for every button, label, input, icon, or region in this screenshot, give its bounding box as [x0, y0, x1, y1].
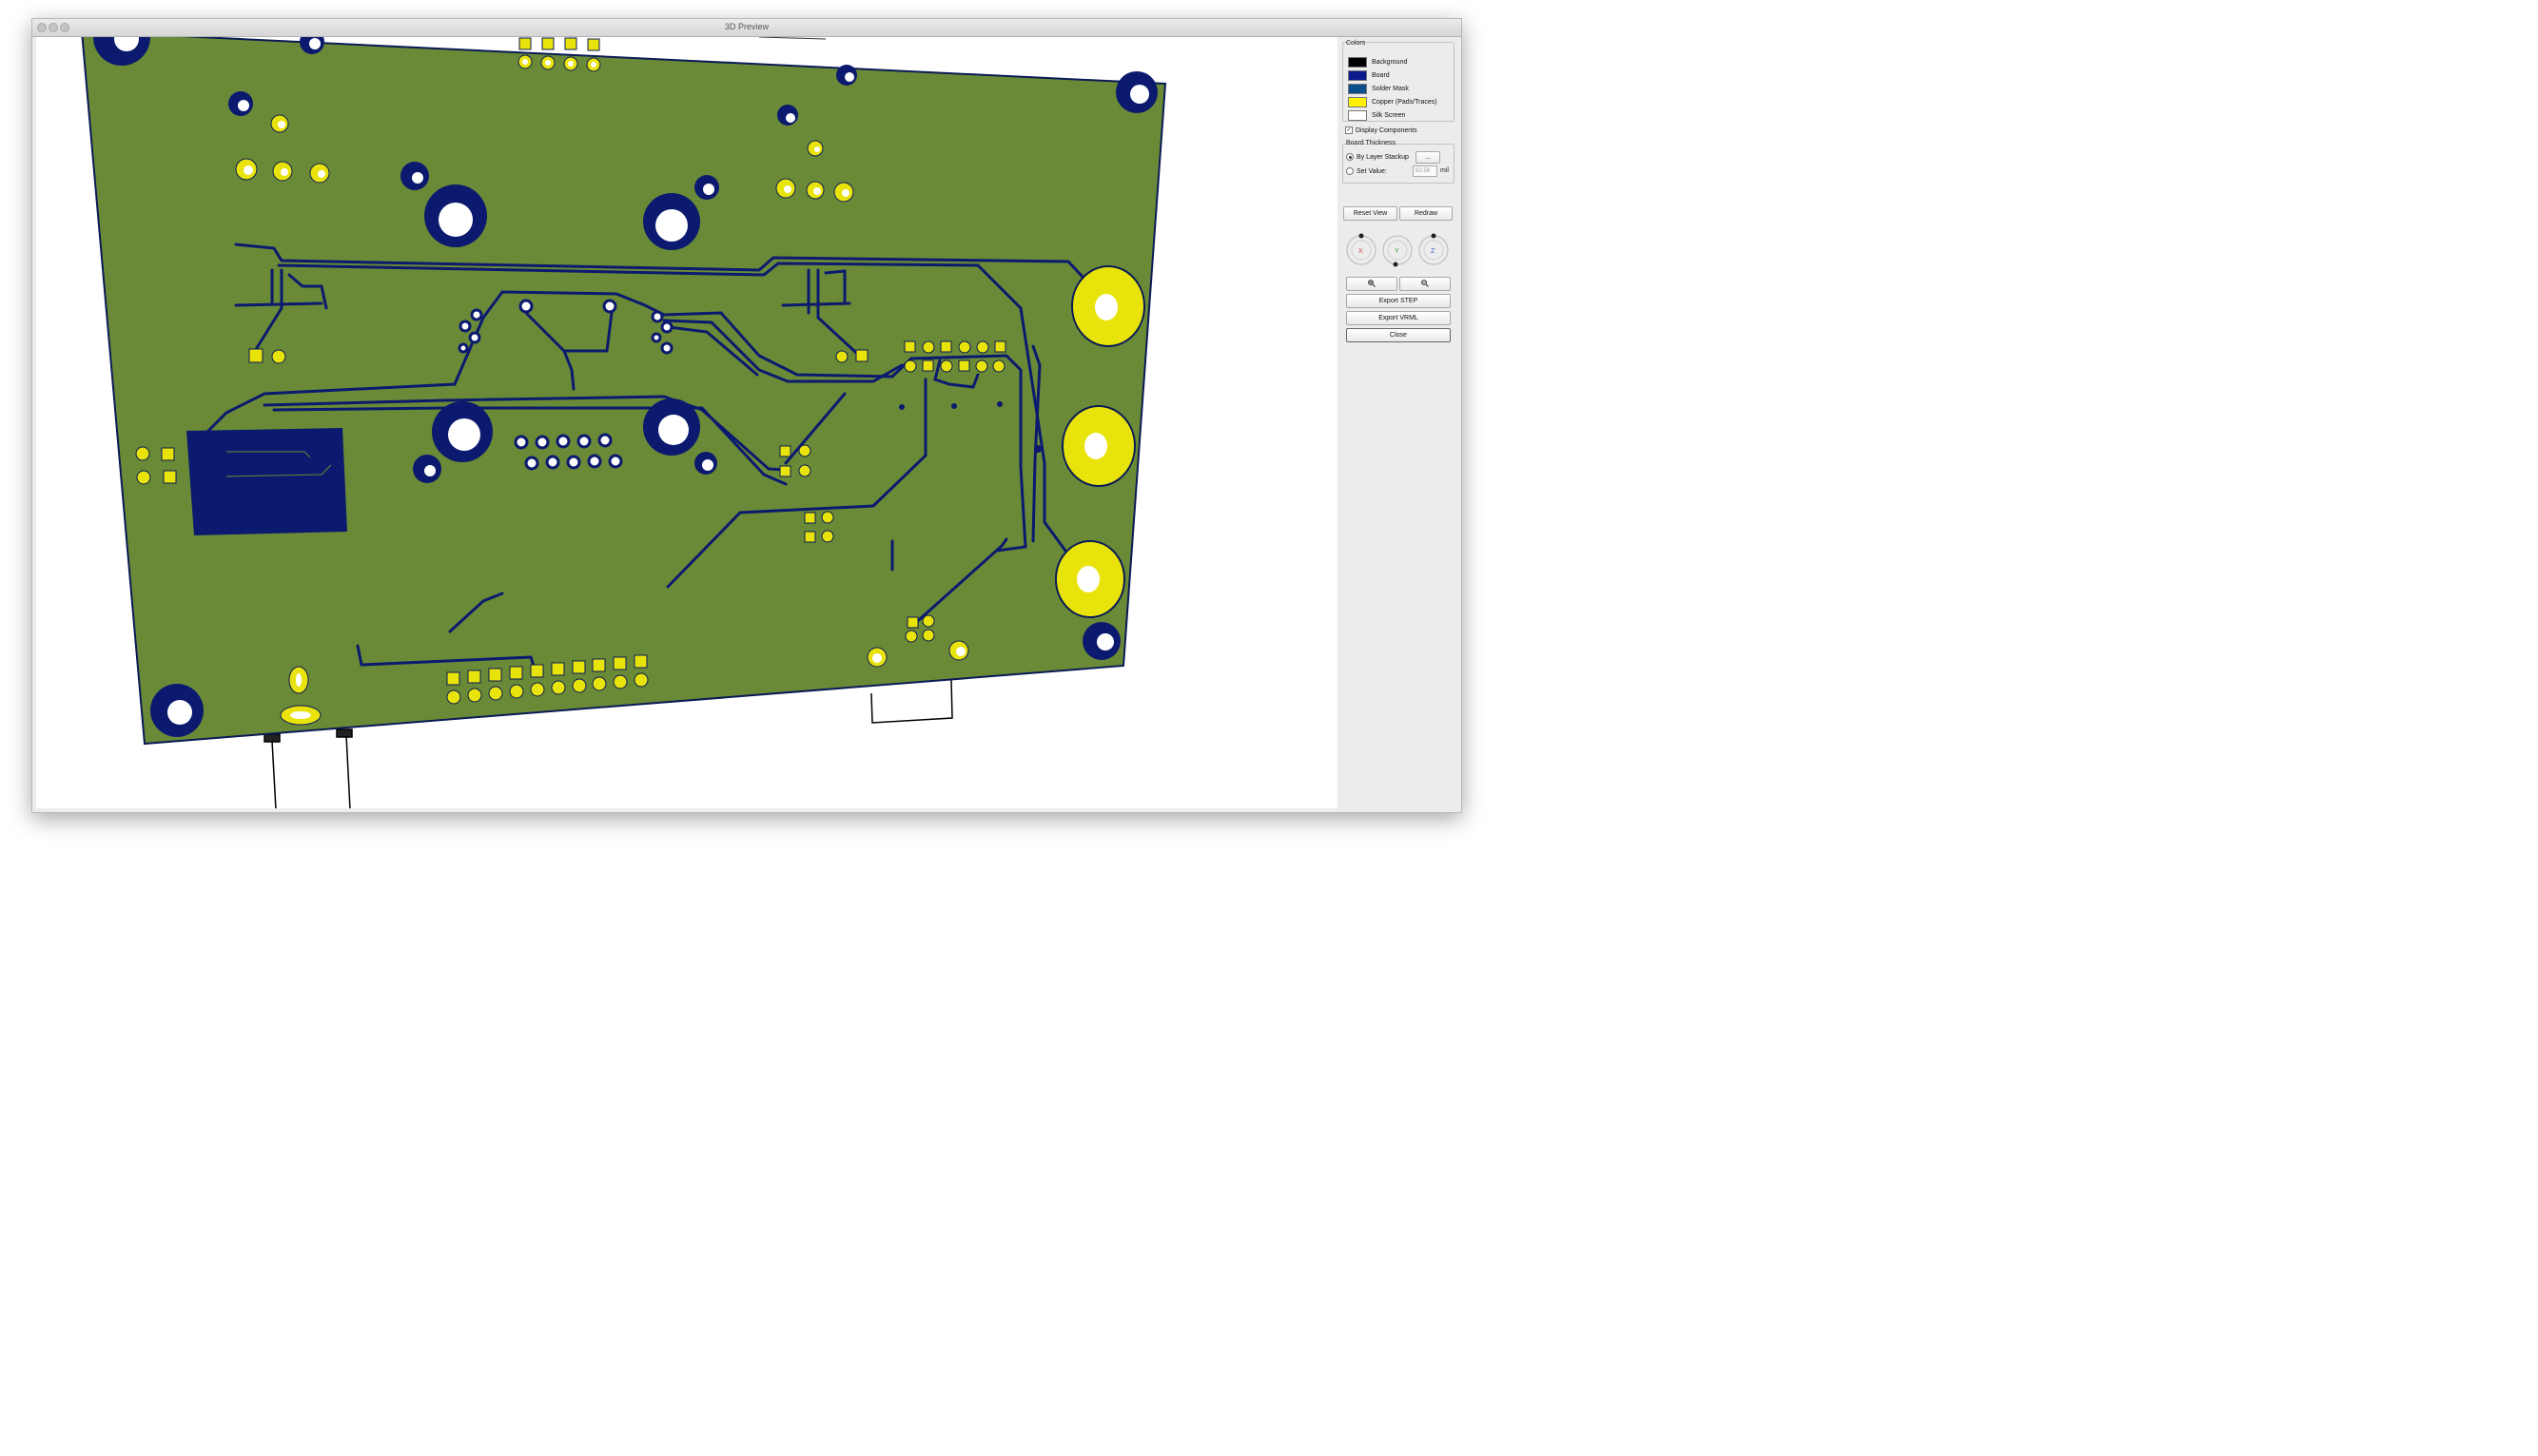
solder-mask-swatch[interactable]	[1348, 84, 1367, 94]
y-axis-label: Y	[1395, 248, 1399, 255]
zoom-window-icon[interactable]	[60, 23, 69, 32]
silk-screen-swatch[interactable]	[1348, 110, 1367, 121]
checkmark-icon[interactable]: ✓	[1345, 126, 1353, 134]
settings-panel: Colors Background Board Solder Mask Copp…	[1338, 37, 1461, 812]
pcb-render[interactable]	[36, 37, 1337, 808]
mounting-holes	[93, 37, 1158, 737]
board-thickness-group: Board Thickness By Layer Stackup ... Set…	[1342, 140, 1454, 184]
3d-viewport[interactable]	[36, 37, 1337, 808]
pcb-board	[81, 37, 1167, 746]
layer-stackup-button[interactable]: ...	[1415, 151, 1440, 164]
minimize-window-icon[interactable]	[49, 23, 58, 32]
reset-view-button[interactable]: Reset View	[1343, 206, 1397, 221]
preview-window: 3D Preview	[31, 18, 1462, 813]
close-window-icon[interactable]	[37, 23, 47, 32]
color-row-board[interactable]: Board	[1348, 70, 1390, 81]
x-axis-label: X	[1358, 248, 1363, 255]
copper-swatch[interactable]	[1348, 97, 1367, 107]
redraw-button[interactable]: Redraw	[1399, 206, 1453, 221]
connector-housing-right	[870, 679, 953, 724]
zoom-in-button[interactable]	[1346, 277, 1397, 291]
connector-housing-left	[264, 728, 353, 808]
axis-rotation-controls[interactable]: X Y Z	[1341, 232, 1457, 270]
background-swatch[interactable]	[1348, 57, 1367, 68]
colors-group: Colors Background Board Solder Mask Copp…	[1342, 40, 1454, 122]
zoom-out-icon	[1421, 280, 1429, 287]
copper-pads	[135, 37, 1006, 726]
z-axis-label: Z	[1431, 248, 1435, 255]
window-title: 3D Preview	[724, 22, 769, 31]
thickness-unit: mil	[1440, 167, 1449, 174]
board-thickness-label: Board Thickness	[1346, 140, 1396, 146]
radio-selected-icon[interactable]	[1346, 153, 1354, 161]
export-vrml-button[interactable]: Export VRML	[1346, 311, 1451, 325]
vias	[458, 299, 674, 471]
thickness-input[interactable]: 62.58	[1413, 165, 1437, 177]
color-row-solder-mask[interactable]: Solder Mask	[1348, 84, 1409, 94]
title-bar[interactable]: 3D Preview	[32, 19, 1461, 37]
x-axis-dial[interactable]: X	[1346, 233, 1376, 265]
y-axis-dial[interactable]: Y	[1382, 235, 1413, 267]
zoom-in-icon	[1368, 280, 1376, 287]
close-button[interactable]: Close	[1346, 328, 1451, 342]
set-value-radio[interactable]: Set Value:	[1346, 167, 1387, 175]
by-layer-stackup-radio[interactable]: By Layer Stackup	[1346, 153, 1409, 161]
export-step-button[interactable]: Export STEP	[1346, 294, 1451, 308]
radio-unselected-icon[interactable]	[1346, 167, 1354, 175]
color-row-copper[interactable]: Copper (Pads/Traces)	[1348, 97, 1437, 107]
display-components-checkbox[interactable]: ✓ Display Components	[1345, 126, 1417, 134]
z-axis-dial[interactable]: Z	[1418, 233, 1449, 265]
power-terminals	[1055, 265, 1145, 618]
color-row-silk-screen[interactable]: Silk Screen	[1348, 110, 1405, 121]
color-row-background[interactable]: Background	[1348, 57, 1407, 68]
colors-group-label: Colors	[1346, 40, 1366, 47]
board-swatch[interactable]	[1348, 70, 1367, 81]
zoom-out-button[interactable]	[1399, 277, 1451, 291]
